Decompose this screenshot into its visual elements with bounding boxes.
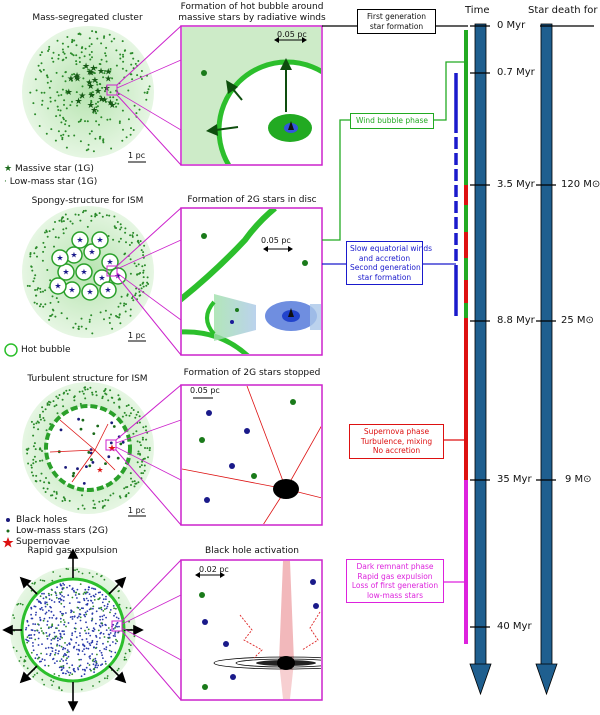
svg-text:★: ★ [108, 444, 117, 455]
legend-hot-bubble: Hot bubble [21, 345, 71, 355]
panel-1-zoom-title: Formation of hot bubble around massive s… [178, 2, 326, 23]
first-generation-box: First generation star formation [357, 9, 436, 34]
panel-2-zoom-scale: 0.05 pc [261, 236, 291, 245]
svg-text:★: ★ [97, 67, 105, 77]
cluster-4 [2, 548, 182, 712]
low-mass-2g-legend-icon [6, 529, 10, 533]
star-death-axis-arrow [535, 23, 558, 696]
svg-text:★: ★ [114, 272, 121, 281]
panel-4-left-title: Rapid gas expulsion [27, 546, 118, 556]
time-tick-5: 40 Myr [497, 621, 532, 632]
svg-text:★: ★ [65, 88, 73, 98]
legend-low-mass-star: · Low-mass star (1G) [4, 177, 97, 188]
svg-text:★: ★ [73, 71, 81, 81]
panel-2-left-scale: 1 pc [128, 331, 146, 340]
svg-text:★: ★ [106, 258, 113, 267]
svg-text:★: ★ [87, 91, 95, 101]
panel-2-left-title: Spongy-structure for ISM [31, 196, 144, 206]
svg-text:★: ★ [106, 98, 114, 108]
legend-supernovae: Supernovae [16, 537, 70, 547]
panel-3-left-title: Turbulent structure for ISM [27, 374, 148, 384]
svg-text:★: ★ [82, 62, 90, 72]
svg-text:★: ★ [74, 75, 82, 85]
svg-text:★: ★ [76, 236, 83, 245]
time-axis-arrow [469, 23, 492, 696]
svg-text:★: ★ [74, 97, 82, 107]
svg-text:★: ★ [108, 101, 116, 111]
svg-text:★: ★ [73, 73, 81, 83]
svg-text:★: ★ [96, 466, 103, 475]
supernova-legend-icon [2, 537, 14, 548]
time-tick-1: 0.7 Myr [497, 67, 535, 78]
massive-star-icon: ★ [4, 164, 13, 174]
panel-1-zoom-scale: 0.05 pc [277, 30, 307, 39]
panel-3-zoom-scale: 0.05 pc [190, 386, 220, 395]
svg-text:★: ★ [104, 75, 112, 85]
dark-remnant-phase-box: Dark remnant phase Rapid gas expulsion L… [346, 559, 444, 603]
panel-4-zoom-title: Black hole activation [205, 546, 299, 556]
svg-text:★: ★ [86, 288, 93, 297]
svg-text:★: ★ [88, 248, 95, 257]
legend-massive-star: ★ Massive star (1G) [4, 164, 94, 175]
svg-text:★: ★ [68, 286, 75, 295]
svg-text:★: ★ [90, 106, 98, 116]
panel-1-left-title: Mass-segregated cluster [32, 13, 143, 23]
cluster-1: ★★★★★★★★★★★★★★★★★★★★★★★★★★ [22, 25, 182, 166]
svg-text:★: ★ [90, 64, 98, 74]
panel-3-left-scale: 1 pc [128, 506, 146, 515]
time-header: Time [465, 5, 490, 16]
svg-text:★: ★ [56, 254, 63, 263]
cluster-3: ★★ [22, 382, 182, 526]
legend-low-mass-2g: Low-mass stars (2G) [16, 526, 109, 536]
zoom-box-1 [180, 25, 323, 166]
svg-text:★: ★ [100, 96, 108, 106]
hot-bubble-legend-icon [4, 343, 18, 357]
panel-1-left-scale: 1 pc [128, 151, 146, 160]
time-tick-2: 3.5 Myr [497, 179, 535, 190]
svg-text:★: ★ [85, 79, 93, 89]
svg-text:★: ★ [86, 68, 94, 78]
legend-low-mass-star-label: Low-mass star (1G) [9, 177, 98, 187]
time-tick-4: 35 Myr [497, 474, 532, 485]
wind-bubble-phase-box: Wind bubble phase [350, 113, 434, 129]
svg-text:★: ★ [70, 251, 77, 260]
phase-bars [454, 30, 468, 644]
svg-text:★: ★ [104, 68, 112, 78]
svg-text:★: ★ [67, 75, 75, 85]
zoom-box-4 [180, 559, 323, 701]
legend-massive-star-label: Massive star (1G) [14, 164, 94, 174]
svg-text:★: ★ [96, 236, 103, 245]
star-death-header: Star death for [528, 5, 598, 16]
slow-winds-phase-box: Slow equatorial winds and accretion Seco… [346, 241, 432, 285]
svg-text:★: ★ [80, 268, 87, 277]
svg-text:★: ★ [62, 268, 69, 277]
svg-text:★: ★ [98, 274, 105, 283]
death-tick-2: 9 M⊙ [565, 474, 592, 485]
death-tick-1: 25 M⊙ [561, 315, 594, 326]
time-tick-3: 8.8 Myr [497, 315, 535, 326]
svg-text:★: ★ [78, 92, 86, 102]
svg-text:★: ★ [97, 95, 105, 105]
panel-3-zoom-title: Formation of 2G stars stopped [183, 368, 321, 378]
svg-text:★: ★ [87, 82, 95, 92]
zoom-box-3 [180, 384, 323, 526]
svg-text:★: ★ [91, 76, 99, 86]
panel-4-zoom-scale: 0.02 pc [199, 565, 229, 574]
zoom-box-2 [180, 207, 323, 356]
death-tick-0: 120 M⊙ [561, 179, 600, 190]
svg-text:★: ★ [104, 286, 111, 295]
supernova-phase-box: Supernova phase Turbulence, mixing No ac… [349, 424, 444, 459]
legend-black-holes: Black holes [16, 515, 68, 525]
svg-text:★: ★ [54, 282, 61, 291]
panel-2-zoom-title: Formation of 2G stars in disc [187, 195, 317, 205]
svg-text:★: ★ [87, 68, 95, 78]
low-mass-star-icon: · [4, 177, 7, 187]
svg-text:★: ★ [87, 101, 95, 111]
time-tick-0: 0 Myr [497, 20, 526, 31]
black-hole-legend-icon [6, 518, 10, 522]
svg-text:★: ★ [94, 87, 102, 97]
cluster-2: ★★★★★★★★★★★★★★ [22, 206, 182, 356]
